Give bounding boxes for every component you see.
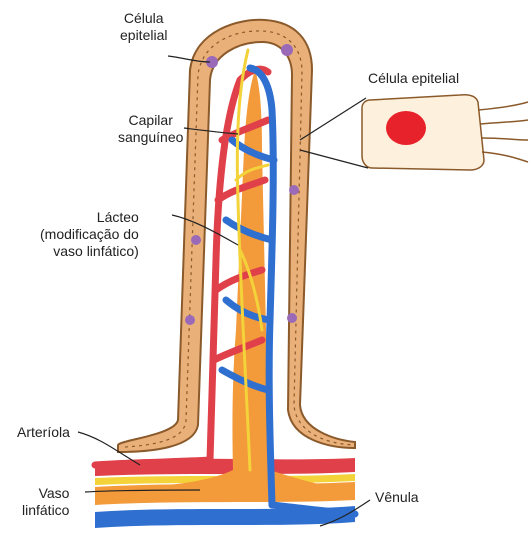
label-celula-epitelial-right: Célula epitelial <box>368 70 459 87</box>
goblet-cell-6 <box>287 313 297 323</box>
goblet-cell-2 <box>281 44 293 56</box>
leader-celula-right-b <box>300 150 368 168</box>
microvilli-4 <box>482 152 528 162</box>
microvilli-2 <box>480 120 528 124</box>
goblet-cell-4 <box>289 185 299 195</box>
label-celula-epitelial-top: Célula epitelial <box>120 10 167 44</box>
label-capilar-sanguineo: Capilar sanguíneo <box>118 112 183 146</box>
microvilli-1 <box>478 102 528 110</box>
cell-nucleus <box>386 111 426 145</box>
epithelial-cell-zoom <box>362 95 528 170</box>
goblet-cell-3 <box>191 235 201 245</box>
label-arteriola: Arteríola <box>17 424 70 441</box>
label-vaso-linfatico: Vaso linfático <box>22 485 69 519</box>
label-lacteo: Lácteo (modificação do vaso linfático) <box>40 209 139 260</box>
goblet-cell-5 <box>185 315 195 325</box>
microvilli-3 <box>482 138 528 140</box>
label-venula: Vênula <box>375 489 419 506</box>
